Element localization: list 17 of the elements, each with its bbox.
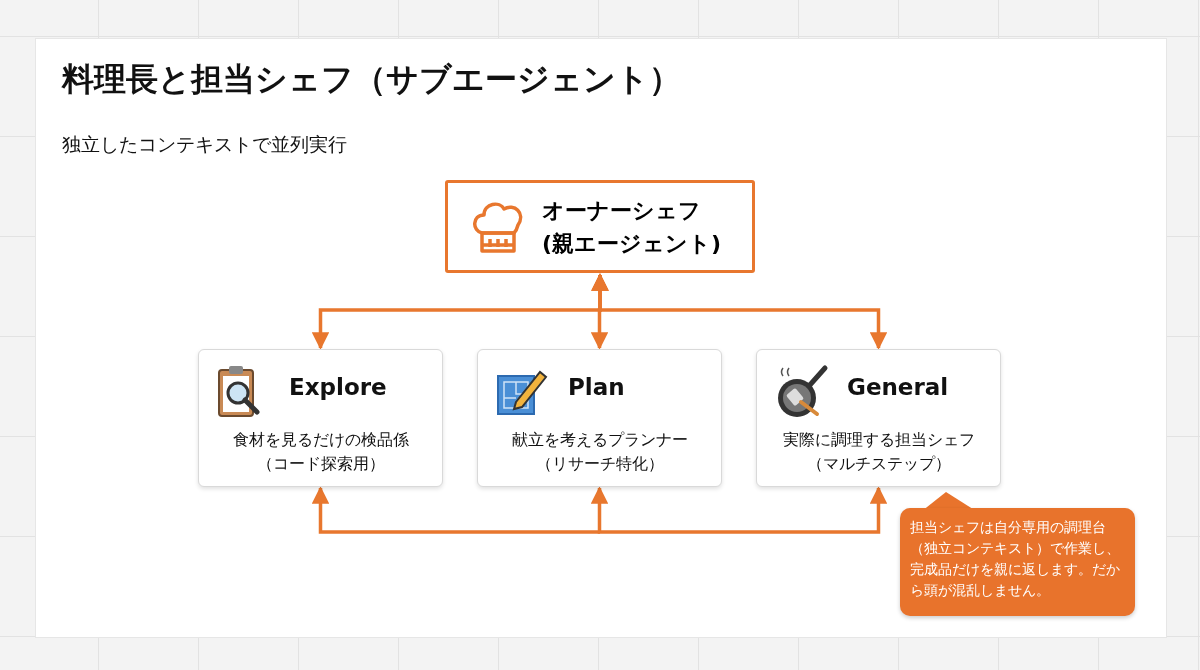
card-heading: Plan (568, 374, 625, 400)
connector-arrow (600, 486, 888, 534)
connector-arrow (590, 486, 609, 534)
card-heading: General (847, 374, 949, 400)
connector-arrow (591, 273, 888, 350)
subtitle: 独立したコンテキストで並列実行 (62, 132, 347, 157)
subagent-card (756, 349, 1001, 487)
subagent-card (477, 349, 722, 487)
subagent-card (198, 349, 443, 487)
card-heading: Explore (289, 374, 387, 400)
card-description: 食材を見るだけの検品係（コード探索用） (231, 430, 410, 475)
connector-arrow (311, 486, 600, 534)
node-label: オーナーシェフ (親エージェント) (542, 196, 723, 258)
agent-box (445, 180, 755, 273)
card-description: 実際に調理する担当シェフ（マルチステップ） (781, 430, 976, 475)
title: 料理長と担当シェフ（サブエージェント） (62, 59, 681, 100)
card-description: 献立を考えるプランナー（リサーチ特化） (510, 430, 689, 475)
